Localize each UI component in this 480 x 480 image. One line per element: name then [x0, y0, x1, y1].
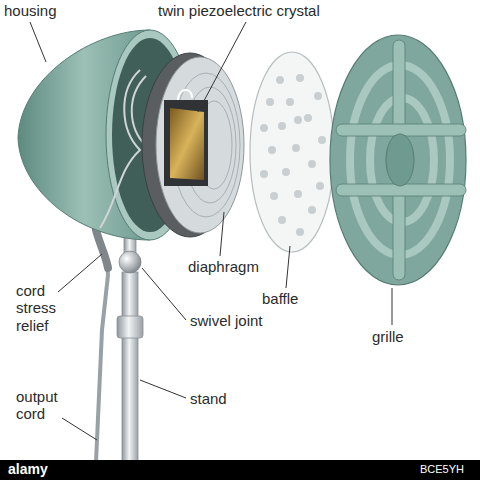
part-label: diaphragm — [188, 258, 259, 275]
watermark: alamy — [8, 461, 48, 477]
part-label: stand — [190, 390, 227, 407]
part-label: cord stress relief — [16, 282, 68, 334]
piezo-crystal — [170, 108, 204, 180]
cord-stress-relief — [96, 230, 108, 268]
leader-lines — [30, 22, 392, 440]
crystal-frame — [164, 100, 208, 186]
crystal-lead — [178, 90, 192, 100]
part-label: twin piezoelectric crystal — [158, 2, 320, 19]
part-label: output cord — [16, 388, 68, 423]
image-code: BCE5YH — [420, 463, 464, 476]
diaphragm-disk — [156, 57, 244, 233]
part-label: housing — [4, 2, 57, 19]
part-label: baffle — [262, 290, 298, 307]
swivel-ball — [119, 251, 141, 273]
watermark-bar — [0, 460, 480, 480]
stand-collar — [117, 316, 143, 338]
grille-hub — [386, 134, 414, 186]
baffle-holes — [260, 74, 326, 236]
part-label: swivel joint — [190, 312, 263, 329]
part-label: grille — [372, 328, 404, 345]
baffle-plate — [250, 52, 334, 252]
stand-pole — [122, 272, 138, 462]
grille-rim — [330, 35, 466, 285]
